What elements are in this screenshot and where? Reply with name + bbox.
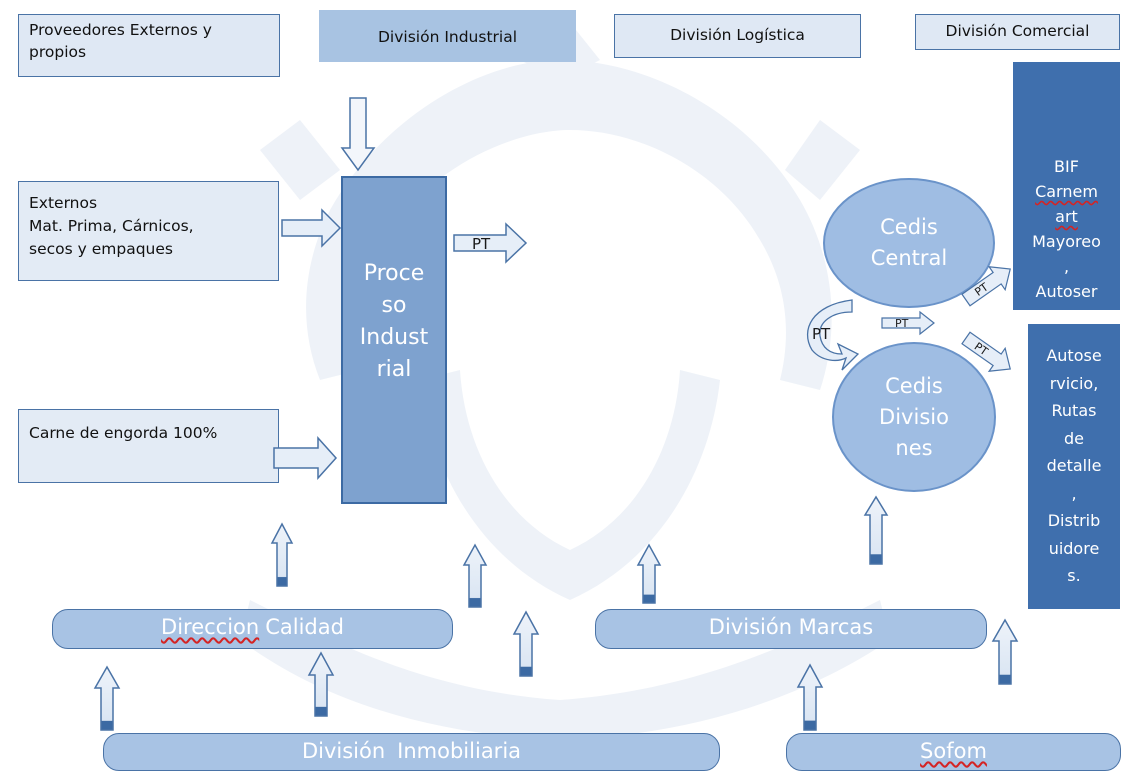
process-line-1: Proce — [363, 261, 425, 286]
externos-line-2: Mat. Prima, Cárnicos, — [29, 217, 194, 235]
inmobiliaria-word-2: Inmobiliaria — [397, 739, 522, 763]
sofom-label: Sofom — [920, 739, 987, 763]
industrial-header: División Industrial — [319, 10, 576, 62]
comercial-box-top: BIF Carnem art Mayoreo , Autoser vicio, — [1013, 62, 1120, 326]
comm-top-6: Autoser — [1035, 282, 1098, 301]
proveedores-line-1: Proveedores Externos y — [29, 21, 212, 39]
comm-bot-3: Rutas — [1051, 401, 1097, 420]
comm-top-1: BIF — [1054, 157, 1079, 176]
comm-bot-7: Distrib — [1047, 511, 1101, 530]
logistica-header-label: División Logística — [670, 26, 805, 44]
comm-top-4: Mayoreo — [1032, 232, 1101, 251]
comm-top-2: Carnem — [1035, 182, 1098, 201]
calidad-word-1: Direccion — [161, 615, 260, 639]
marcas-label: División Marcas — [708, 615, 874, 639]
process-line-4: rial — [376, 357, 412, 382]
externos-box: Externos Mat. Prima, Cárnicos, secos y e… — [18, 181, 279, 281]
comm-bot-8: uidore — [1048, 538, 1100, 558]
comm-bot-9: s. — [1067, 566, 1081, 585]
carne-box: Carne de engorda 100% — [18, 409, 279, 483]
industrial-header-label: División Industrial — [377, 28, 518, 46]
cedis-central-line-1: Cedis — [880, 215, 938, 239]
cedis-div-line-1: Cedis — [885, 374, 943, 398]
comercial-header: División Comercial — [915, 14, 1120, 50]
proveedores-line-2: propios — [29, 43, 87, 61]
carne-label: Carne de engorda 100% — [29, 424, 218, 442]
comm-bot-4: de — [1064, 428, 1084, 448]
inmobiliaria-word-1: División — [301, 739, 386, 763]
comm-top-3: art — [1055, 207, 1078, 226]
comercial-box-bottom: Autose rvicio, Rutas de detalle , Distri… — [1028, 324, 1120, 609]
inmobiliaria-band: División Inmobiliaria — [103, 733, 720, 771]
cedis-central-circle: Cedis Central — [823, 178, 995, 308]
cedis-central-line-2: Central — [870, 246, 948, 270]
proceso-industrial-box: Proce so Indust rial — [341, 176, 447, 504]
externos-line-1: Externos — [29, 194, 98, 212]
comm-bot-1: Autose — [1046, 346, 1102, 365]
comercial-header-label: División Comercial — [945, 22, 1090, 40]
comm-top-7: vicio, — [1045, 307, 1088, 326]
cedis-div-line-3: nes — [895, 436, 933, 460]
process-line-2: so — [381, 293, 407, 318]
logistica-header: División Logística — [614, 14, 861, 58]
process-line-3: Indust — [359, 325, 429, 350]
calidad-word-2: Calidad — [265, 615, 344, 639]
proveedores-header: Proveedores Externos y propios — [18, 14, 280, 77]
comm-top-5: , — [1063, 257, 1070, 276]
cedis-divisiones-circle: Cedis Divisio nes — [832, 342, 996, 492]
sofom-band: Sofom — [786, 733, 1121, 771]
comm-bot-5: detalle — [1046, 456, 1102, 475]
cedis-div-line-2: Divisio — [879, 405, 949, 429]
externos-line-3: secos y empaques — [29, 240, 173, 258]
comm-bot-6: , — [1071, 483, 1077, 503]
comm-bot-2: rvicio, — [1049, 373, 1099, 393]
marcas-band: División Marcas — [595, 609, 987, 649]
